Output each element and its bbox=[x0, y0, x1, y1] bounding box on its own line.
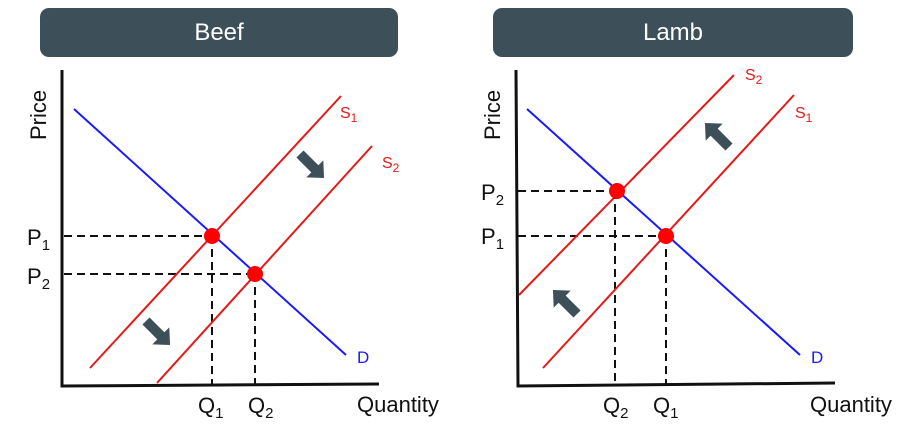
lamb-equilibrium-1 bbox=[658, 228, 674, 244]
beef-supply-curve-s2 bbox=[156, 145, 373, 384]
beef-demand-label: D bbox=[357, 348, 369, 367]
beef-axes bbox=[60, 70, 380, 388]
beef-s2-label: S2 bbox=[382, 155, 400, 175]
beef-shift-arrow-icon bbox=[137, 312, 179, 354]
beef-p1-label: P1 bbox=[27, 225, 50, 254]
lamb-shift-arrow-icon bbox=[696, 114, 738, 156]
beef-equilibrium-2 bbox=[247, 266, 263, 282]
lamb-axes bbox=[514, 69, 836, 388]
beef-q2-label: Q2 bbox=[248, 393, 273, 422]
lamb-y-axis-label: Price bbox=[480, 90, 505, 140]
lamb-x-axis-label: Quantity bbox=[810, 392, 892, 417]
lamb-equilibrium-2 bbox=[609, 183, 625, 199]
lamb-title: Lamb bbox=[493, 8, 853, 57]
lamb-chart: Price Quantity S2 S1 D P2 P1 Q2 Q1 bbox=[480, 67, 892, 422]
lamb-shift-arrow-icon bbox=[544, 281, 586, 323]
beef-x-axis-label: Quantity bbox=[357, 392, 439, 417]
beef-y-axis-label: Price bbox=[26, 90, 51, 140]
beef-shift-arrow-icon bbox=[291, 145, 333, 187]
lamb-s2-label: S2 bbox=[745, 67, 763, 87]
lamb-p2-label: P2 bbox=[481, 180, 504, 209]
lamb-supply-curve-s2 bbox=[518, 74, 735, 296]
beef-title: Beef bbox=[40, 8, 398, 57]
beef-q1-label: Q1 bbox=[198, 393, 223, 422]
beef-s1-label: S1 bbox=[340, 105, 358, 125]
lamb-q1-label: Q1 bbox=[653, 393, 678, 422]
lamb-p1-label: P1 bbox=[481, 224, 504, 253]
lamb-s1-label: S1 bbox=[795, 105, 813, 125]
beef-equilibrium-1 bbox=[204, 228, 220, 244]
beef-chart: Price Quantity S1 S2 D P1 P2 Q1 Q2 bbox=[26, 70, 439, 422]
lamb-q2-label: Q2 bbox=[603, 393, 628, 422]
beef-p2-label: P2 bbox=[27, 264, 50, 293]
lamb-demand-label: D bbox=[811, 348, 823, 367]
